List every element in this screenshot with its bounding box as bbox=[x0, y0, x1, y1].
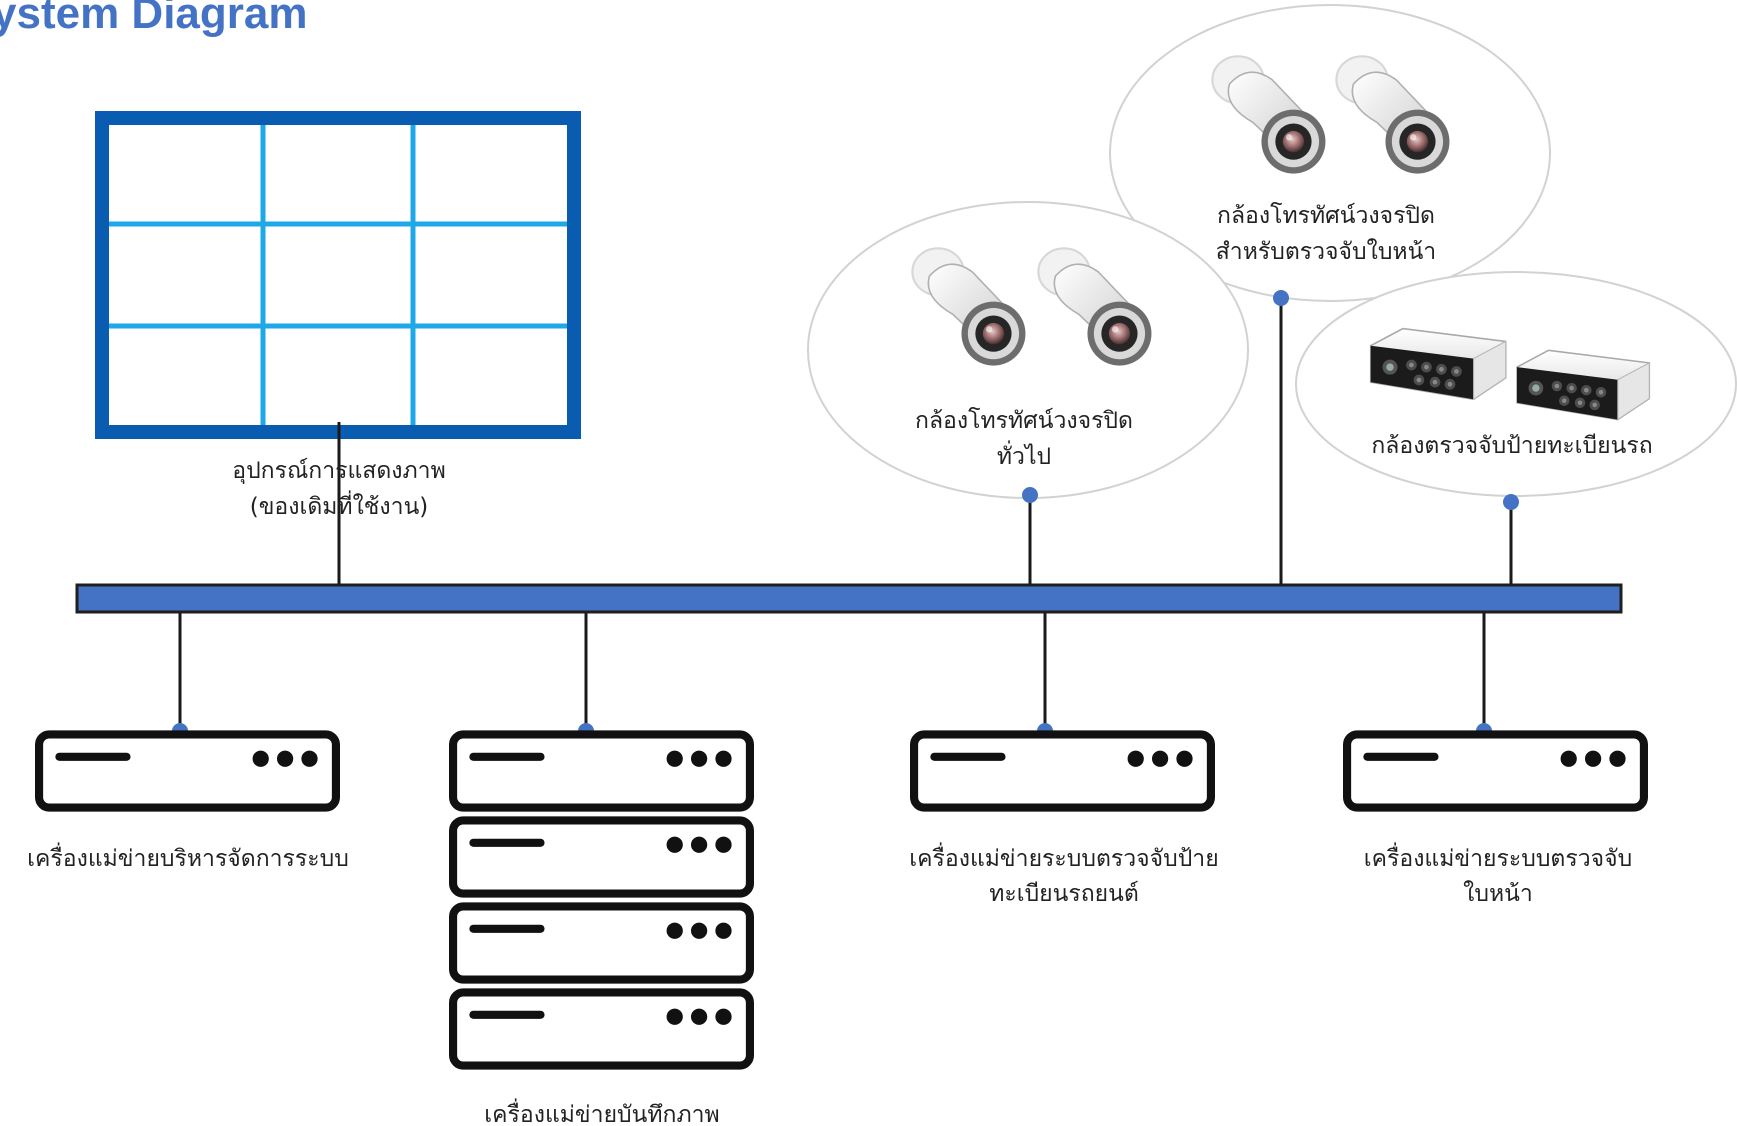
recording-server-unit-1 bbox=[453, 734, 750, 807]
lpr-server-label-line2: ทะเบียนรถยนต์ bbox=[989, 880, 1139, 907]
recording-server-stack-icon bbox=[453, 734, 750, 1065]
lpr-server-icon bbox=[914, 734, 1211, 807]
general-camera-label-line1: กล้องโทรทัศน์วงจรปิด bbox=[915, 407, 1133, 434]
face-camera-node-dot bbox=[1273, 290, 1289, 306]
lpr-camera-label: กล้องตรวจจับป้ายทะเบียนรถ bbox=[1371, 433, 1652, 459]
display-label-line2: (ของเดิมที่ใช้งาน) bbox=[250, 490, 429, 520]
recording-server-unit-3 bbox=[453, 906, 750, 979]
face-camera-label-line2: สำหรับตรวจจับใบหน้า bbox=[1216, 238, 1436, 265]
face-server-label-line1: เครื่องแม่ข่ายระบบตรวจจับ bbox=[1364, 842, 1632, 872]
lpr-camera-node-dot bbox=[1503, 494, 1519, 510]
general-camera-node-dot bbox=[1022, 487, 1038, 503]
general-camera-label-line2: ทั่วไป bbox=[997, 440, 1051, 470]
face-camera-label-line1: กล้องโทรทัศน์วงจรปิด bbox=[1217, 202, 1435, 229]
lpr-server-label-line1: เครื่องแม่ข่ายระบบตรวจจับป้าย bbox=[909, 842, 1218, 872]
recording-server-label: เครื่องแม่ข่ายบันทึกภาพ bbox=[484, 1098, 719, 1126]
face-server-icon bbox=[1347, 734, 1644, 807]
management-server-icon bbox=[39, 734, 336, 807]
recording-server-unit-4 bbox=[453, 992, 750, 1065]
diagram-title: ystem Diagram bbox=[0, 0, 307, 38]
display-label-line1: อุปกรณ์การแสดงภาพ bbox=[232, 457, 446, 484]
lpr-camera-bubble bbox=[1295, 271, 1737, 497]
face-server-label-line2: ใบหน้า bbox=[1463, 880, 1533, 907]
management-server-label: เครื่องแม่ข่ายบริหารจัดการระบบ bbox=[27, 842, 349, 872]
video-wall-icon bbox=[95, 111, 581, 439]
network-bus bbox=[75, 583, 1623, 614]
recording-server-unit-2 bbox=[453, 820, 750, 893]
